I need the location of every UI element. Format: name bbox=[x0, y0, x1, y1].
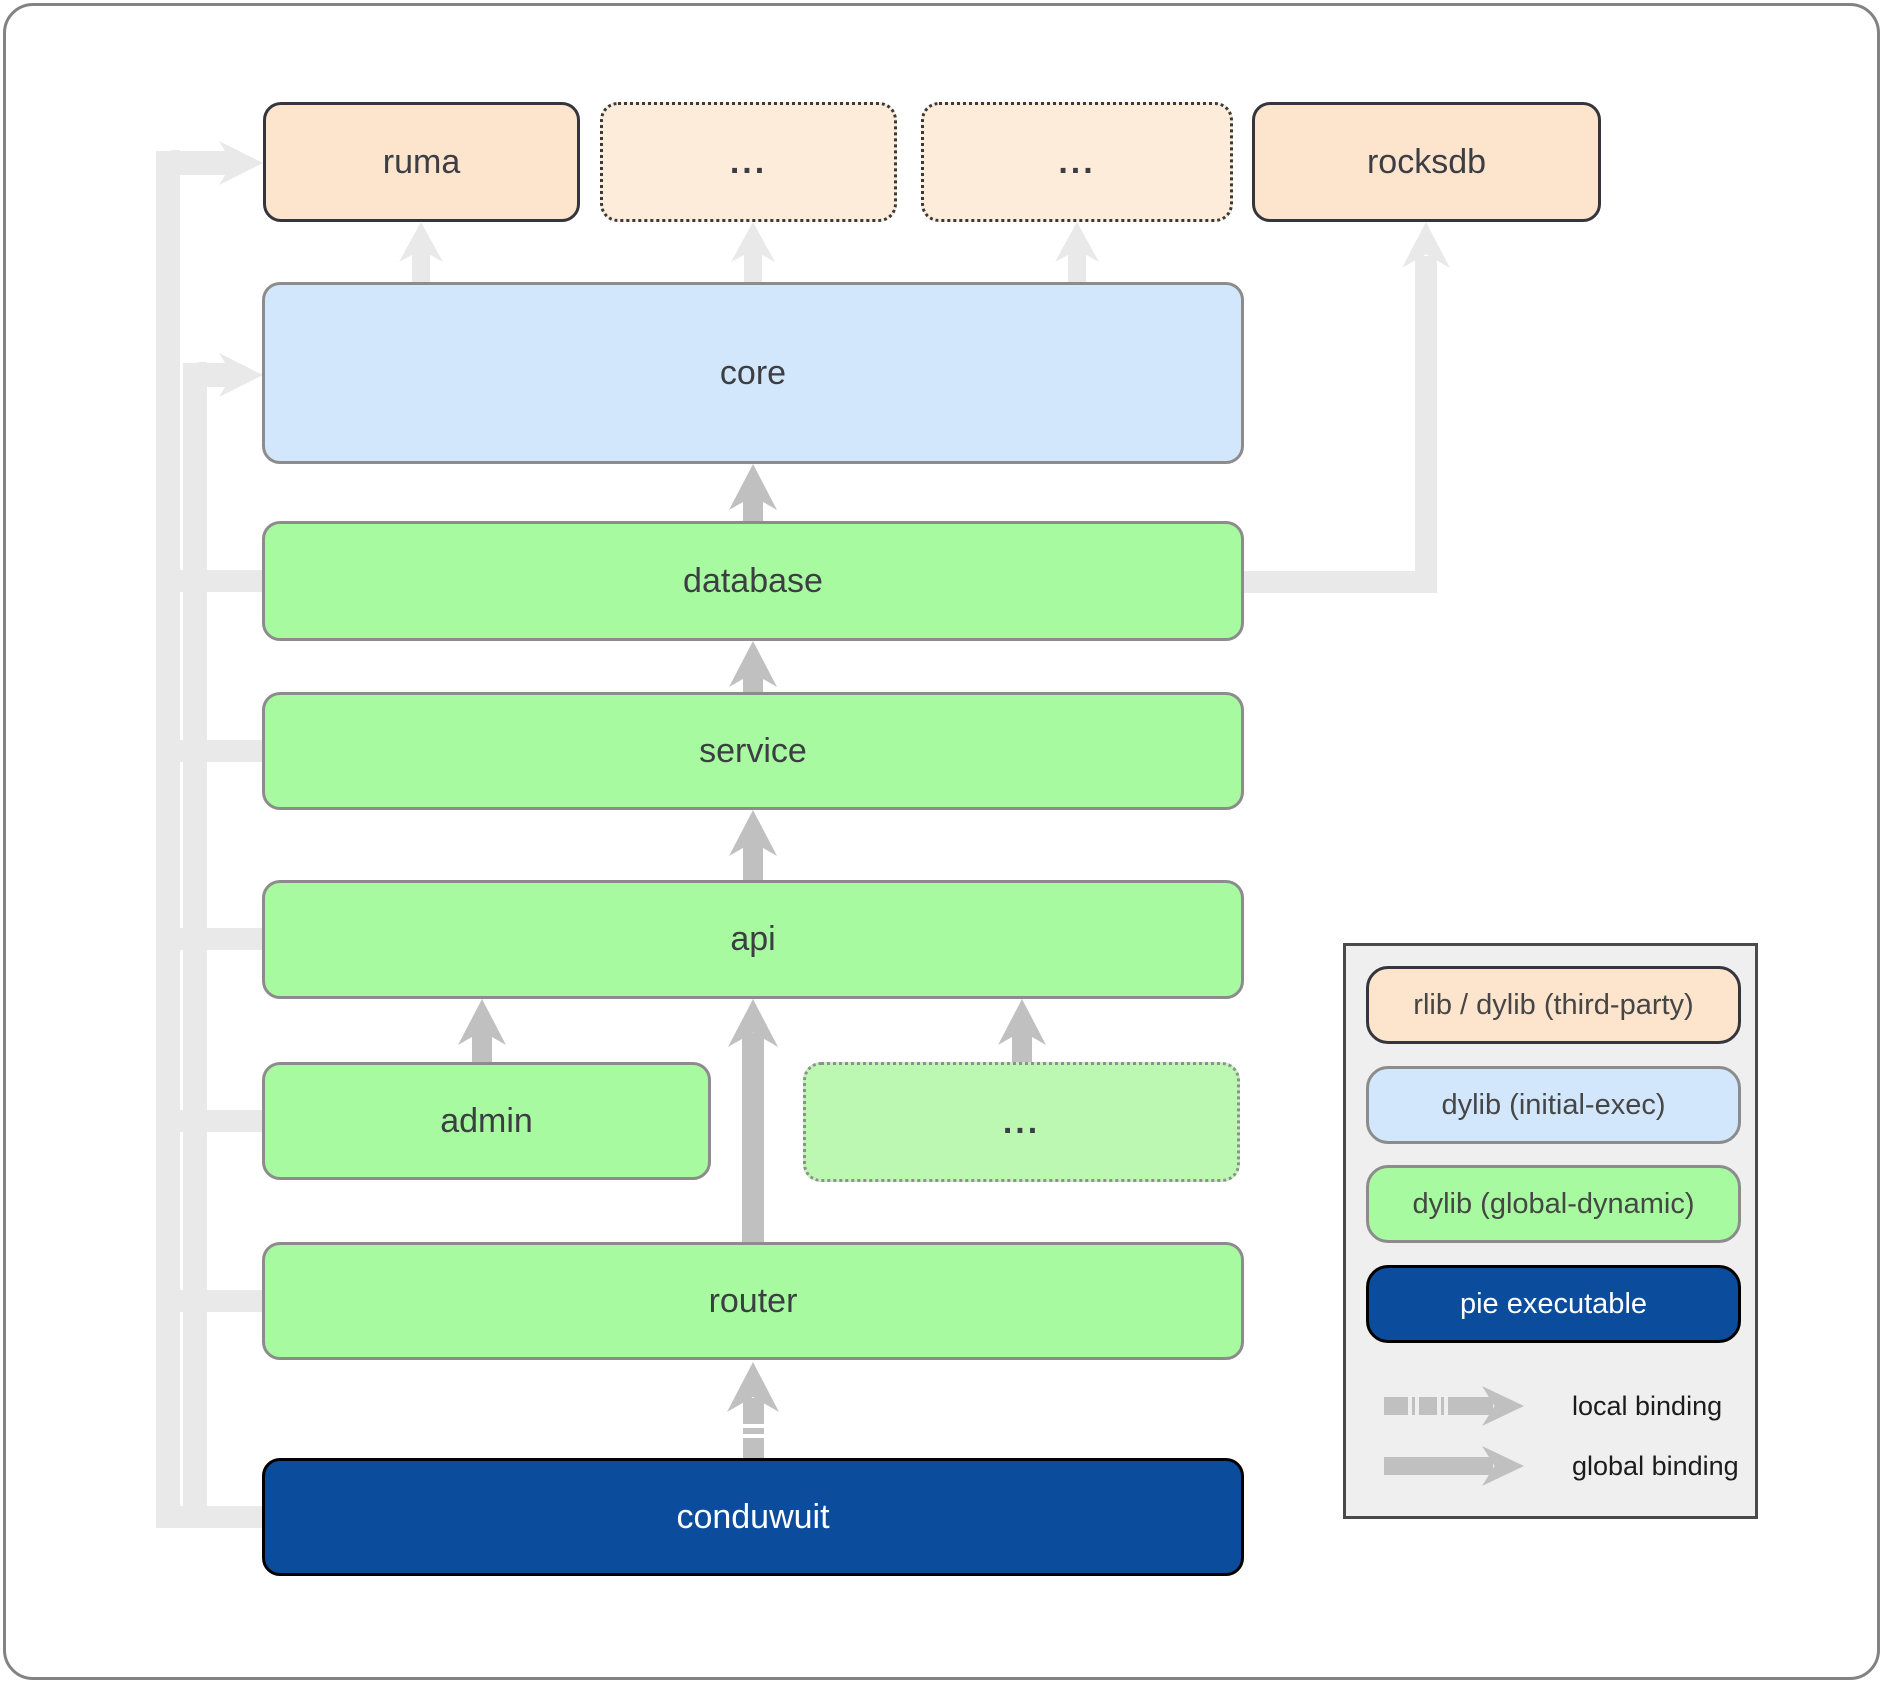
legend-global-dynamic: dylib (global-dynamic) bbox=[1366, 1165, 1741, 1243]
node-third-party-ellipsis-2: ... bbox=[921, 102, 1233, 222]
local-binding-arrow-icon bbox=[1384, 1386, 1524, 1426]
legend-local-binding-label: local binding bbox=[1572, 1390, 1723, 1421]
legend-pie-executable: pie executable bbox=[1366, 1265, 1741, 1343]
edge-core-to-dep1 bbox=[731, 222, 775, 282]
node-service: service bbox=[262, 692, 1244, 810]
node-ruma-label: ruma bbox=[382, 142, 461, 181]
node-rocksdb-label: rocksdb bbox=[1366, 142, 1487, 181]
edge-branch-database bbox=[156, 570, 262, 592]
node-router: router bbox=[262, 1242, 1244, 1360]
node-core: core bbox=[262, 282, 1244, 464]
node-ruma: ruma bbox=[263, 102, 580, 222]
node-api: api bbox=[262, 880, 1244, 999]
legend-initial-exec-label: dylib (initial-exec) bbox=[1441, 1088, 1666, 1121]
node-database: database bbox=[262, 521, 1244, 641]
edge-database-to-rocksdb-horizontal bbox=[1244, 571, 1437, 593]
legend-third-party: rlib / dylib (third-party) bbox=[1366, 966, 1741, 1044]
edge-database-to-rocksdb-head bbox=[1402, 222, 1450, 268]
legend-third-party-label: rlib / dylib (third-party) bbox=[1413, 988, 1694, 1021]
legend-local-binding-row: local binding bbox=[1384, 1386, 1735, 1426]
node-database-label: database bbox=[683, 561, 823, 600]
edge-branch-admin bbox=[156, 1110, 262, 1132]
legend: rlib / dylib (third-party) dylib (initia… bbox=[1343, 943, 1758, 1519]
legend-global-dynamic-label: dylib (global-dynamic) bbox=[1412, 1187, 1695, 1220]
node-admin-label: admin bbox=[440, 1101, 533, 1140]
node-rocksdb: rocksdb bbox=[1252, 102, 1601, 222]
edge-database-to-rocksdb-vertical bbox=[1415, 256, 1437, 593]
edge-branch-router bbox=[156, 1290, 262, 1312]
edge-conduwuit-to-router bbox=[727, 1362, 779, 1458]
edge-core-to-ruma bbox=[399, 222, 443, 282]
legend-global-binding-label: global binding bbox=[1572, 1450, 1739, 1481]
edge-admin-to-api bbox=[458, 999, 506, 1062]
edge-api-to-service bbox=[729, 810, 777, 880]
node-dep1-label: ... bbox=[729, 142, 768, 181]
edge-conduwuit-to-core bbox=[183, 352, 263, 398]
edge-branch-service bbox=[156, 740, 262, 762]
edge-router-to-api bbox=[728, 999, 778, 1242]
node-core-label: core bbox=[719, 353, 787, 392]
node-dep2-label: ... bbox=[1058, 142, 1096, 181]
node-third-party-ellipsis-1: ... bbox=[600, 102, 897, 222]
node-api-label: api bbox=[730, 920, 776, 958]
edge-conduwuit-to-ruma bbox=[156, 140, 263, 186]
node-admin: admin bbox=[262, 1062, 711, 1180]
node-conduwuit-label: conduwuit bbox=[676, 1497, 830, 1536]
node-extra-ellipsis: ... bbox=[803, 1062, 1240, 1182]
legend-initial-exec: dylib (initial-exec) bbox=[1366, 1066, 1741, 1144]
edge-service-to-database bbox=[729, 641, 777, 692]
edge-branch-conduwuit bbox=[156, 1506, 262, 1528]
legend-pie-executable-label: pie executable bbox=[1459, 1287, 1648, 1320]
node-service-label: service bbox=[699, 731, 807, 770]
node-router-label: router bbox=[708, 1281, 798, 1320]
global-binding-arrow-icon bbox=[1384, 1446, 1524, 1486]
node-extra-label: ... bbox=[1002, 1102, 1041, 1141]
edge-branch-api bbox=[156, 928, 262, 950]
node-conduwuit: conduwuit bbox=[262, 1458, 1244, 1576]
edge-core-to-dep2 bbox=[1055, 222, 1099, 282]
page-border bbox=[3, 3, 1880, 1680]
edge-trunk-outer bbox=[156, 150, 180, 1528]
edge-extra-to-api bbox=[998, 999, 1046, 1062]
edge-database-to-core bbox=[729, 464, 777, 521]
legend-global-binding-row: global binding bbox=[1384, 1446, 1739, 1486]
